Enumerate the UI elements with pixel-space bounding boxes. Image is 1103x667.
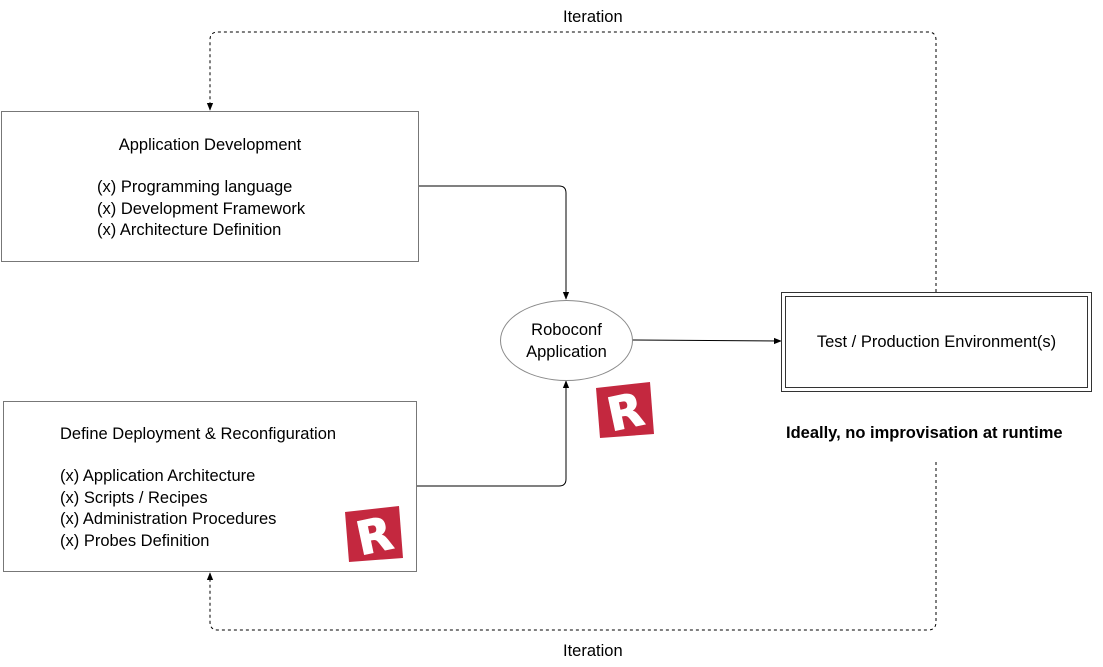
define-deployment-box: Define Deployment & Reconfiguration (x) … xyxy=(3,401,417,572)
iteration-top-label: Iteration xyxy=(563,8,623,26)
deploy-to-roboconf-arrow xyxy=(416,380,570,487)
roboconf-logo-icon: R xyxy=(596,381,654,440)
environment-box: Test / Production Environment(s) xyxy=(781,292,1092,392)
roboconf-application-node: Roboconf Application xyxy=(500,300,633,381)
roboconf-logo-icon: R xyxy=(345,505,403,564)
define-deployment-item: (x) Administration Procedures xyxy=(60,510,277,528)
app-development-items: (x) Programming language (x) Development… xyxy=(97,177,305,242)
define-deployment-item: (x) Probes Definition xyxy=(60,531,210,550)
app-development-item: (x) Architecture Definition xyxy=(97,221,282,239)
app-development-item: (x) Programming language xyxy=(97,178,293,196)
define-deployment-items: (x) Application Architecture (x) Scripts… xyxy=(60,466,276,552)
iteration-bottom-connector xyxy=(206,462,937,631)
app-dev-to-roboconf-arrow xyxy=(418,185,570,300)
define-deployment-item: (x) Scripts / Recipes xyxy=(60,488,208,507)
app-development-title: Application Development xyxy=(118,136,302,154)
roboconf-to-environment-arrow xyxy=(631,337,782,345)
iteration-bottom-label: Iteration xyxy=(563,642,623,660)
iteration-top-connector xyxy=(206,31,937,292)
app-development-box: Application Development (x) Programming … xyxy=(1,111,419,262)
app-development-item: (x) Development Framework xyxy=(97,199,306,218)
define-deployment-item: (x) Application Architecture xyxy=(60,467,256,485)
runtime-note: Ideally, no improvisation at runtime xyxy=(786,424,1063,442)
define-deployment-title: Define Deployment & Reconfiguration xyxy=(60,425,337,443)
roboconf-application-line2: Application xyxy=(526,342,607,361)
roboconf-application-line1: Roboconf xyxy=(531,320,602,339)
environment-label: Test / Production Environment(s) xyxy=(785,296,1088,388)
